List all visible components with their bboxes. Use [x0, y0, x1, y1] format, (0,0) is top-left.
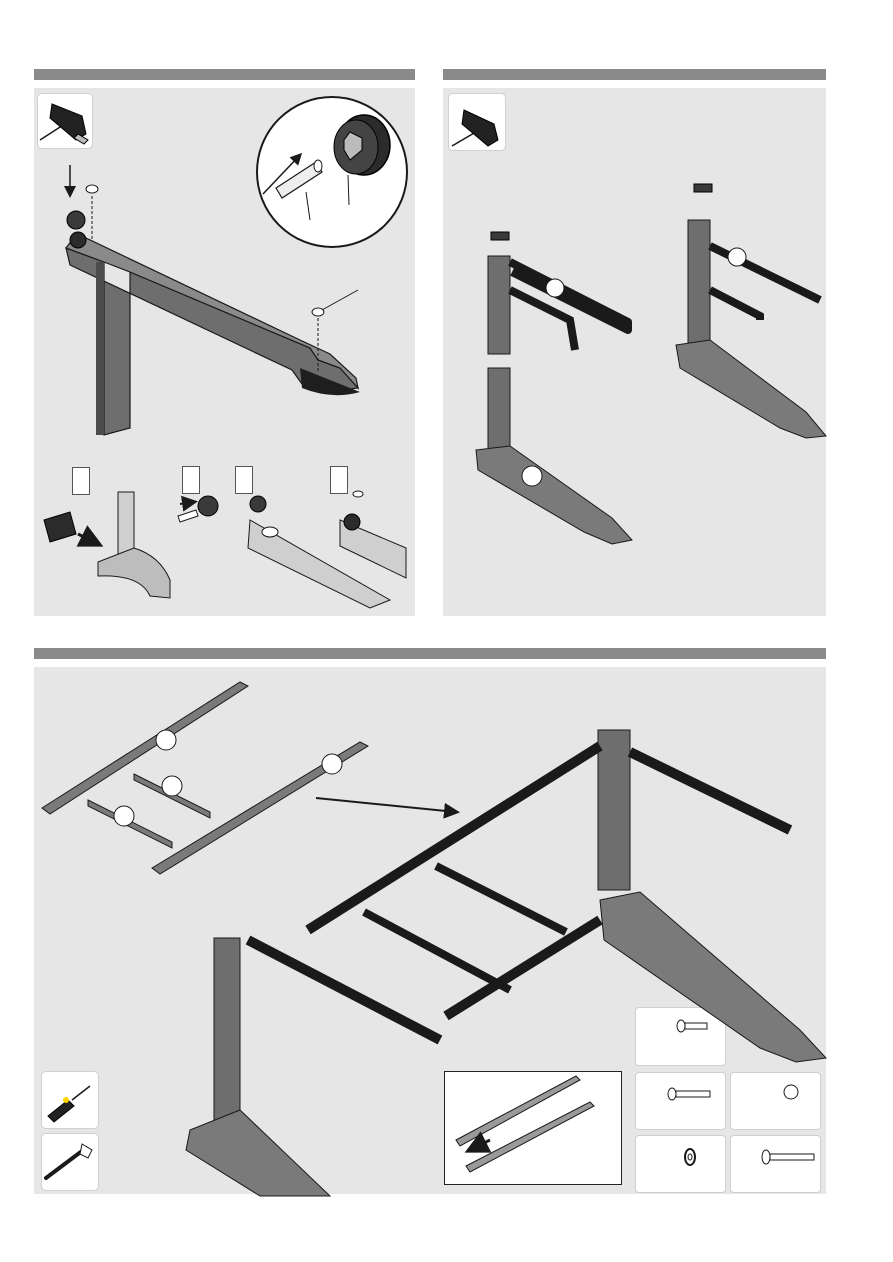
step2-right-leg	[676, 184, 826, 438]
substep-d-illustration	[340, 491, 406, 578]
cap-nut-icon	[784, 1085, 798, 1099]
screwdriver-icon	[48, 1086, 90, 1122]
step1-magnified-detail	[257, 97, 407, 247]
substep-a-illustration	[44, 492, 170, 598]
wrench-icon	[46, 1144, 92, 1178]
step3-main-frame	[186, 730, 826, 1196]
substep-b-illustration	[178, 496, 218, 522]
short-screw-icon	[677, 1020, 707, 1032]
medium-screw-icon	[668, 1088, 710, 1100]
hammer-icon	[452, 110, 498, 146]
step2-left-leg	[476, 232, 632, 544]
inset-crossbar-illustration	[456, 1076, 594, 1172]
long-bolt-icon	[762, 1150, 814, 1164]
hammer-icon	[40, 104, 88, 144]
step3-exploded-crossbars	[42, 682, 456, 874]
washer-icon	[685, 1149, 695, 1165]
